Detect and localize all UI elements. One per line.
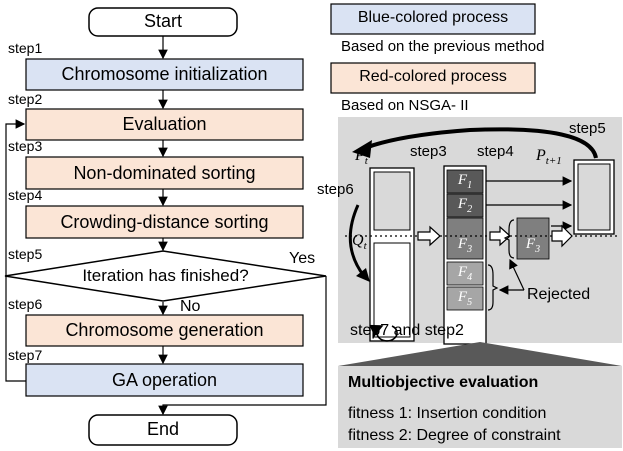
front-f3 — [446, 217, 484, 260]
ga-operation-label: GA operation — [111, 370, 218, 390]
start-label: Start — [143, 11, 182, 31]
chromosome-generation-label: Chromosome generation — [65, 320, 264, 340]
front-arrows — [486, 176, 573, 231]
nsga-step6-label: step6 — [317, 181, 354, 198]
pt1-inner — [577, 163, 611, 231]
end-label: End — [146, 419, 180, 439]
start-terminal — [88, 7, 238, 37]
legend-red-swatch — [330, 62, 536, 94]
flow-connectors — [5, 36, 327, 416]
pt-label: Pt — [355, 147, 368, 168]
selected-f3-label: F3 — [525, 236, 541, 255]
qt-label: Qt — [352, 232, 367, 253]
rejected-arrows — [498, 258, 525, 295]
f5-label: F5 — [457, 289, 473, 308]
legend-red-desc: Based on NSGA- II — [341, 97, 469, 114]
brace-rejected — [487, 264, 499, 311]
end-terminal — [88, 414, 238, 446]
step1-label: step1 — [8, 40, 43, 56]
front-f2 — [446, 193, 484, 218]
cycle-arrow-icon — [369, 324, 398, 342]
legend-blue-desc: Based on the previous method — [341, 38, 545, 55]
decision-diamond — [4, 250, 327, 302]
step6-curved-arrow — [348, 204, 366, 277]
nsga-caption: step7 and step2 — [350, 322, 464, 339]
evaluation-label: Evaluation — [122, 114, 207, 134]
no-label: No — [180, 298, 201, 315]
front-f5 — [446, 286, 484, 311]
box-crowding-distance-sorting — [25, 205, 304, 239]
selected-f3-block — [516, 217, 550, 260]
front-f4 — [446, 261, 484, 286]
box-chromosome-generation — [25, 314, 304, 347]
nsga-step5-label: step5 — [569, 120, 606, 137]
decision-label: Iteration has finished? — [82, 266, 249, 285]
step6-flow-label: step6 — [8, 296, 43, 312]
f3-label: F3 — [457, 236, 473, 255]
legend-red-label: Red-colored process — [359, 68, 507, 85]
legend-blue-label: Blue-colored process — [357, 9, 509, 26]
hollow-arrows — [417, 224, 573, 248]
evaluation-panel — [338, 366, 622, 448]
front-f1 — [446, 169, 484, 194]
pt-inner-top — [373, 171, 411, 231]
qt-inner — [373, 242, 411, 338]
chromosome-initialization-label: Chromosome initialization — [61, 64, 268, 84]
f2-label: F2 — [457, 196, 473, 215]
box-evaluation — [25, 108, 304, 141]
f4-label: F4 — [457, 264, 473, 283]
f1-label: F1 — [457, 172, 473, 191]
box-non-dominated-sorting — [25, 156, 304, 190]
step5-arrowhead — [352, 140, 372, 158]
step7-flow-label: step7 — [8, 347, 43, 363]
fitness2-text: fitness 2: Degree of constraint — [348, 427, 561, 444]
crowding-distance-sorting-label: Crowding-distance sorting — [60, 212, 269, 232]
yes-label: Yes — [289, 250, 316, 267]
box-ga-operation — [25, 363, 304, 397]
step5-flow-label: step5 — [8, 246, 43, 262]
nsga-step4-label: step4 — [477, 143, 514, 160]
box-chromosome-initialization — [25, 58, 304, 91]
non-dominated-sorting-label: Non-dominated sorting — [73, 163, 256, 183]
fitness1-text: fitness 1: Insertion condition — [348, 405, 547, 422]
step2-label: step2 — [8, 91, 43, 107]
legend-blue-swatch — [330, 3, 536, 35]
panel-pointer — [338, 342, 622, 366]
step5-curved-arrow — [364, 127, 598, 159]
evaluation-title: Multiobjective evaluation — [348, 374, 539, 391]
step3-label: step3 — [8, 138, 43, 154]
brace-f3 — [503, 219, 515, 259]
pt1-label: Pt+1 — [536, 147, 562, 168]
step6-arrowhead — [356, 268, 370, 282]
rejected-label: Rejected — [527, 286, 591, 303]
step4-label: step4 — [8, 187, 43, 203]
nsga-step3-label: step3 — [410, 143, 447, 160]
